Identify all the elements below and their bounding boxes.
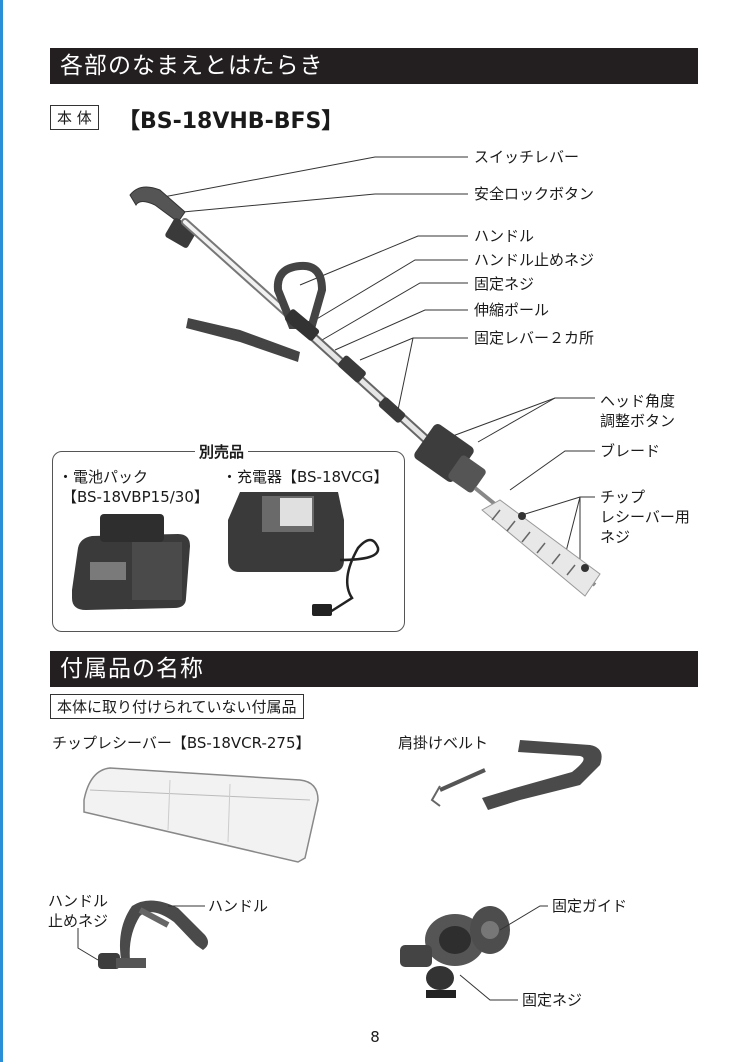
label-acc-handle-screw-line1: ハンドル: [48, 892, 109, 910]
label-acc-handle-screw-line2: 止めネジ: [48, 912, 109, 930]
label-chip-line3: ネジ: [600, 528, 631, 546]
model-number: 【BS-18VHB-BFS】: [118, 109, 344, 134]
label-fixing-lever: 固定レバー２カ所: [474, 329, 595, 347]
label-chip-receiver: チップレシーバー【BS-18VCR-275】: [52, 734, 311, 752]
handle-accessory-illustration: [98, 900, 209, 969]
battery-label-line2: 【BS-18VBP15/30】: [62, 488, 209, 506]
battery-label-line1: ・電池パック: [58, 468, 149, 486]
body-tag: 本 体: [50, 105, 99, 130]
label-switch-lever: スイッチレバー: [474, 148, 580, 166]
hedge-trimmer-illustration: [129, 186, 601, 597]
label-head-angle-line2: 調整ボタン: [600, 412, 676, 430]
accessories-subtitle: 本体に取り付けられていない付属品: [50, 694, 304, 719]
label-acc-fixing-screw: 固定ネジ: [522, 991, 583, 1009]
label-handle: ハンドル: [474, 227, 535, 245]
shoulder-belt-illustration: [430, 740, 602, 810]
page-edge-stripe: [0, 0, 3, 1062]
chip-receiver-illustration: [83, 767, 319, 863]
label-fixing-screw: 固定ネジ: [474, 275, 535, 293]
label-handle-screw: ハンドル止めネジ: [474, 251, 595, 269]
section-title-parts: 各部のなまえとはたらき: [50, 48, 698, 84]
section-title-accessories: 付属品の名称: [50, 651, 698, 687]
label-chip-line2: レシーバー用: [600, 508, 690, 526]
sold-separately-title: 別売品: [195, 441, 249, 462]
fixing-guide-illustration: [400, 906, 510, 998]
label-chip-line1: チップ: [600, 488, 646, 506]
label-shoulder-belt: 肩掛けベルト: [398, 734, 489, 752]
label-fixing-guide: 固定ガイド: [552, 897, 628, 915]
label-telescopic-pole: 伸縮ポール: [474, 301, 550, 319]
page-number: 8: [370, 1028, 380, 1046]
battery-pack-illustration: [72, 514, 190, 610]
label-safety-lock-button: 安全ロックボタン: [474, 185, 595, 203]
label-acc-handle: ハンドル: [208, 897, 269, 915]
label-blade: ブレード: [600, 442, 661, 460]
label-head-angle-line1: ヘッド角度: [600, 392, 676, 410]
charger-label: ・充電器【BS-18VCG】: [222, 468, 389, 486]
charger-illustration: [228, 492, 380, 616]
